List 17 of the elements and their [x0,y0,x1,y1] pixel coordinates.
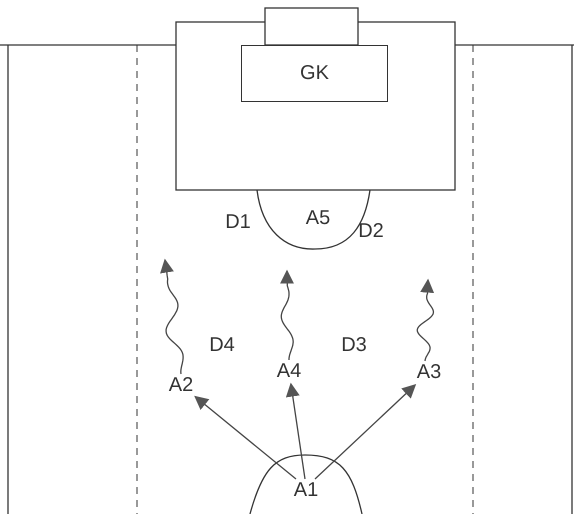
player-label: A3 [416,361,442,383]
player-label: D3 [341,334,367,356]
pass-arrow [314,384,416,480]
player-label: A1 [294,479,318,501]
player-label: D4 [209,334,235,356]
player-label: GK [300,62,329,85]
player-label: D1 [225,211,251,233]
player-label: A2 [168,374,194,396]
dribble-arrow [416,278,434,362]
player-label: A5 [306,207,330,229]
player-label: A4 [276,360,302,382]
goal-area-box [241,45,388,102]
dribble-arrow [280,270,294,360]
pass-arrow [194,396,296,480]
dribble-arrow [160,258,184,374]
pass-arrow [286,382,306,480]
player-label: D2 [358,220,384,242]
